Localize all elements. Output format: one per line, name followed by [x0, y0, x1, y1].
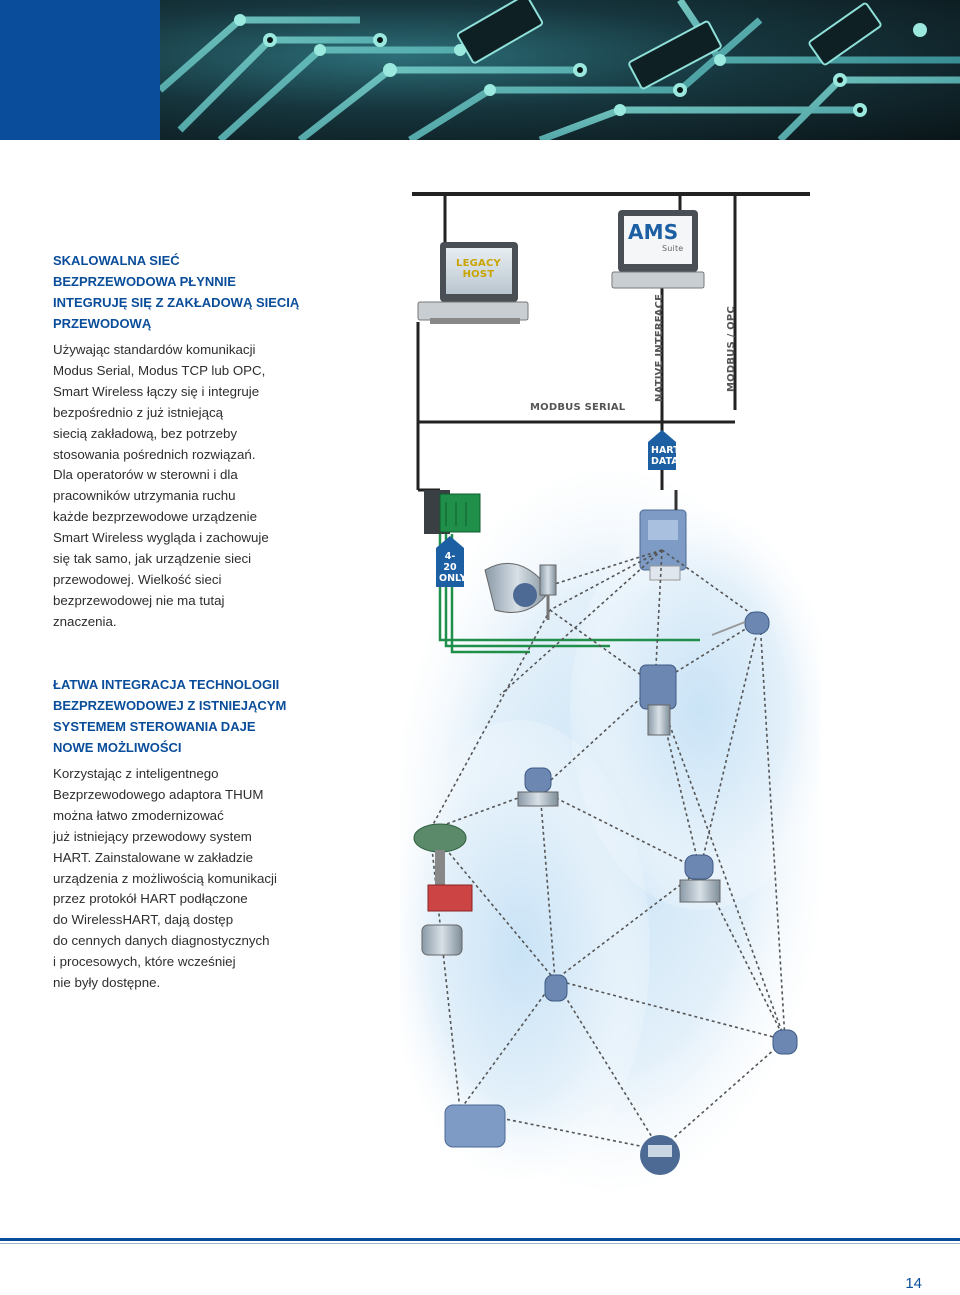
section-heading: ŁATWA INTEGRACJA TECHNOLOGII BEZPRZEWODO… — [53, 674, 303, 758]
body-line: Używając standardów komunikacji — [53, 342, 256, 357]
temperature-transmitter-device — [544, 974, 568, 1002]
ma-only-badge: 4-20 ONLY — [436, 548, 467, 587]
heading-line: SYSTEMEM STEROWANIA DAJE — [53, 719, 256, 734]
circuit-board-photo — [160, 0, 960, 140]
page-number: 14 — [905, 1275, 922, 1292]
body-line: pracowników utrzymania ruchu — [53, 488, 236, 504]
native-interface-label: NATIVE INTERFACE — [654, 293, 665, 402]
section-body: Używając standardów komunikacji Modus Se… — [53, 340, 303, 633]
body-line: każde bezprzewodowe urządzenie — [53, 509, 258, 525]
legacy-host-computer — [417, 242, 529, 324]
ams-suite-computer — [611, 210, 705, 289]
pressure-transmitter-device — [679, 854, 721, 903]
body-line: siecią zakładową, bez potrzeby — [53, 425, 238, 441]
heading-line: INTEGRUJĘ SIĘ Z ZAKŁADOWĄ SIECIĄ — [53, 295, 300, 310]
ma-badge-line: ONLY — [439, 573, 467, 584]
hart-data-badge: HART DATA — [648, 442, 680, 470]
pressure-transmitter-device — [711, 611, 770, 636]
body-line: Korzystając z inteligentnego — [53, 766, 219, 781]
body-line: i procesowych, które wcześniej — [53, 954, 236, 970]
body-line: się tak samo, jak urządzenie sieci — [53, 551, 252, 567]
body-line: można łatwo zmodernizować — [53, 807, 224, 823]
modbus-opc-label: MODBUS / OPC — [726, 306, 737, 392]
wireless-gateway — [639, 490, 687, 581]
body-line: Smart Wireless wygląda i zachowuje — [53, 530, 269, 546]
body-line: Modus Serial, Modus TCP lub OPC, — [53, 362, 266, 378]
footer-rule — [0, 1238, 960, 1241]
footer-rule-thin — [0, 1243, 960, 1244]
magnetic-flowmeter-device — [639, 664, 677, 736]
level-indicator-device — [640, 1135, 680, 1175]
section-heading: SKALOWALNA SIEĆ BEZPRZEWODOWA PŁYNNIE IN… — [53, 250, 303, 334]
diagram-graphic — [400, 192, 820, 1190]
wireless-io-device — [444, 1104, 506, 1148]
body-line: już istniejący przewodowy system — [53, 828, 252, 844]
body-line: znaczenia. — [53, 613, 117, 629]
pressure-transmitter-device — [772, 1029, 798, 1055]
hart-data-arrow — [648, 430, 676, 442]
body-line: bezpośrednio z już istniejącą — [53, 404, 224, 420]
wireless-cloud — [570, 510, 820, 910]
heading-line: BEZPRZEWODOWEJ Z ISTNIEJĄCYM — [53, 698, 287, 713]
body-line: Bezprzewodowego adaptora THUM — [53, 786, 264, 802]
body-line: Smart Wireless łączy się i integruje — [53, 383, 260, 399]
modbus-serial-label: MODBUS SERIAL — [530, 402, 626, 413]
ma-only-arrow — [436, 536, 464, 548]
header-blue-block — [0, 0, 160, 140]
ams-suite-text: Suite — [662, 244, 684, 253]
body-line: stosowania pośrednich rozwiązań. — [53, 446, 256, 462]
controller-rack — [424, 490, 481, 534]
body-line: HART. Zainstalowane w zakładzie — [53, 849, 254, 865]
body-line: przez protokół HART podłączone — [53, 891, 248, 907]
ma-badge-line: 4-20 — [443, 551, 457, 573]
legacy-host-label: LEGACY HOST — [456, 258, 501, 280]
hart-badge-line: HART — [651, 445, 680, 456]
body-line: bezprzewodowej nie ma tutaj — [53, 592, 225, 608]
body-line: Dla operatorów w sterowni i dla — [53, 467, 238, 483]
heading-line: PRZEWODOWĄ — [53, 316, 152, 331]
ams-logo: AMS — [628, 220, 679, 244]
body-line: do WirelessHART, dają dostęp — [53, 912, 234, 928]
control-valve-device — [413, 823, 473, 956]
temperature-transmitter-device — [539, 564, 557, 620]
hart-badge-line: DATA — [651, 456, 679, 467]
heading-line: SKALOWALNA SIEĆ — [53, 253, 180, 268]
wireless-mesh-links — [429, 549, 786, 1151]
section-scalable-network: SKALOWALNA SIEĆ BEZPRZEWODOWA PŁYNNIE IN… — [53, 250, 303, 633]
heading-line: BEZPRZEWODOWA PŁYNNIE — [53, 274, 236, 289]
wireless-network-diagram: LEGACY HOST AMS Suite MODBUS SERIAL NATI… — [400, 190, 820, 1190]
header-banner — [0, 0, 960, 140]
legacy-host-line: LEGACY — [456, 258, 501, 269]
section-body: Korzystając z inteligentnego Bezprzewodo… — [53, 764, 303, 994]
body-line: przewodowej. Wielkość sieci — [53, 571, 222, 587]
heading-line: ŁATWA INTEGRACJA TECHNOLOGII — [53, 677, 280, 692]
section-easy-integration: ŁATWA INTEGRACJA TECHNOLOGII BEZPRZEWODO… — [53, 674, 303, 994]
body-line: do cennych danych diagnostycznych — [53, 933, 270, 949]
legacy-host-line: HOST — [462, 269, 495, 280]
circuit-board-graphic — [160, 0, 960, 140]
dp-transmitter-device — [517, 767, 559, 807]
flow-meter-device — [484, 562, 551, 613]
body-line: nie były dostępne. — [53, 975, 161, 991]
heading-line: NOWE MOŻLIWOŚCI — [53, 740, 182, 755]
body-line: urządzenia z możliwością komunikacji — [53, 870, 277, 886]
